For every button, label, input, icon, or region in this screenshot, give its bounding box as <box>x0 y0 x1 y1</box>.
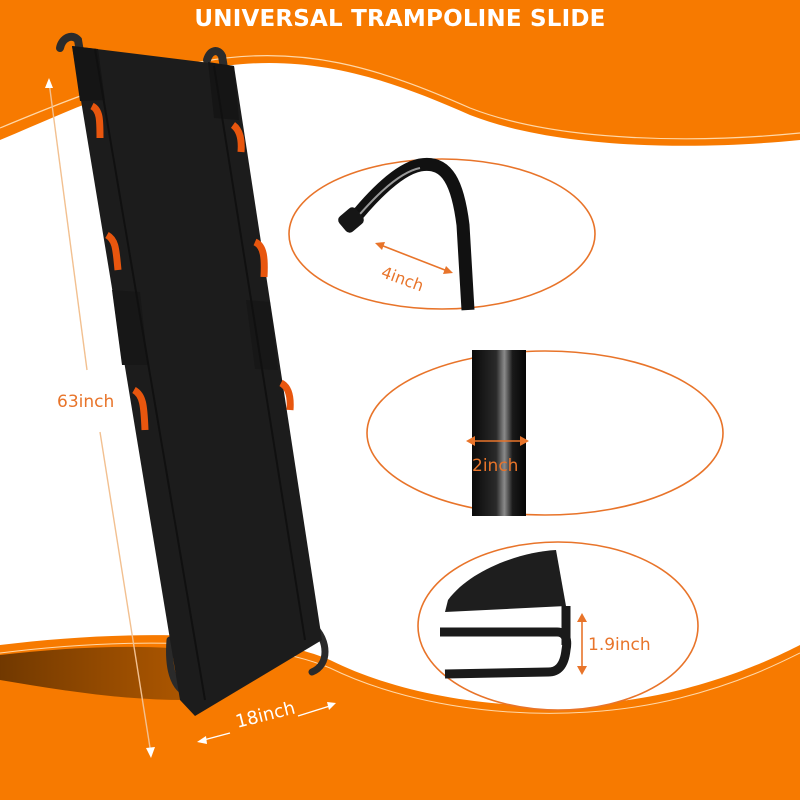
width-arrow-left-icon <box>197 736 207 744</box>
bottom-band-line <box>0 642 800 714</box>
length-arrow-down-icon <box>146 747 155 758</box>
frame-height-label: 1.9inch <box>588 635 651 655</box>
length-dimension-line-top <box>48 81 88 371</box>
callout-hook <box>288 157 596 311</box>
width-arrow-right-icon <box>327 702 336 710</box>
top-orange-band <box>0 0 800 146</box>
callout-bottom-frame <box>417 541 699 711</box>
tube-arrow-right-icon <box>520 436 529 446</box>
page-title: UNIVERSAL TRAMPOLINE SLIDE <box>194 6 606 32</box>
frame-arrow-down-icon <box>577 666 587 675</box>
hook-arrow-right-icon <box>443 266 453 274</box>
length-arrow-up-icon <box>45 78 53 88</box>
callout-tube <box>366 350 724 516</box>
length-label: 63inch <box>57 392 115 412</box>
width-dimension-line-right <box>297 704 334 717</box>
slide-product <box>56 32 329 716</box>
length-dimension-line-bottom <box>99 431 152 755</box>
slide-shadow <box>0 646 185 700</box>
frame-arrow-up-icon <box>577 613 587 622</box>
hook-arrow-left-icon <box>375 242 385 250</box>
tube-diameter-label: 2inch <box>472 456 519 476</box>
tube-arrow-left-icon <box>466 436 475 446</box>
